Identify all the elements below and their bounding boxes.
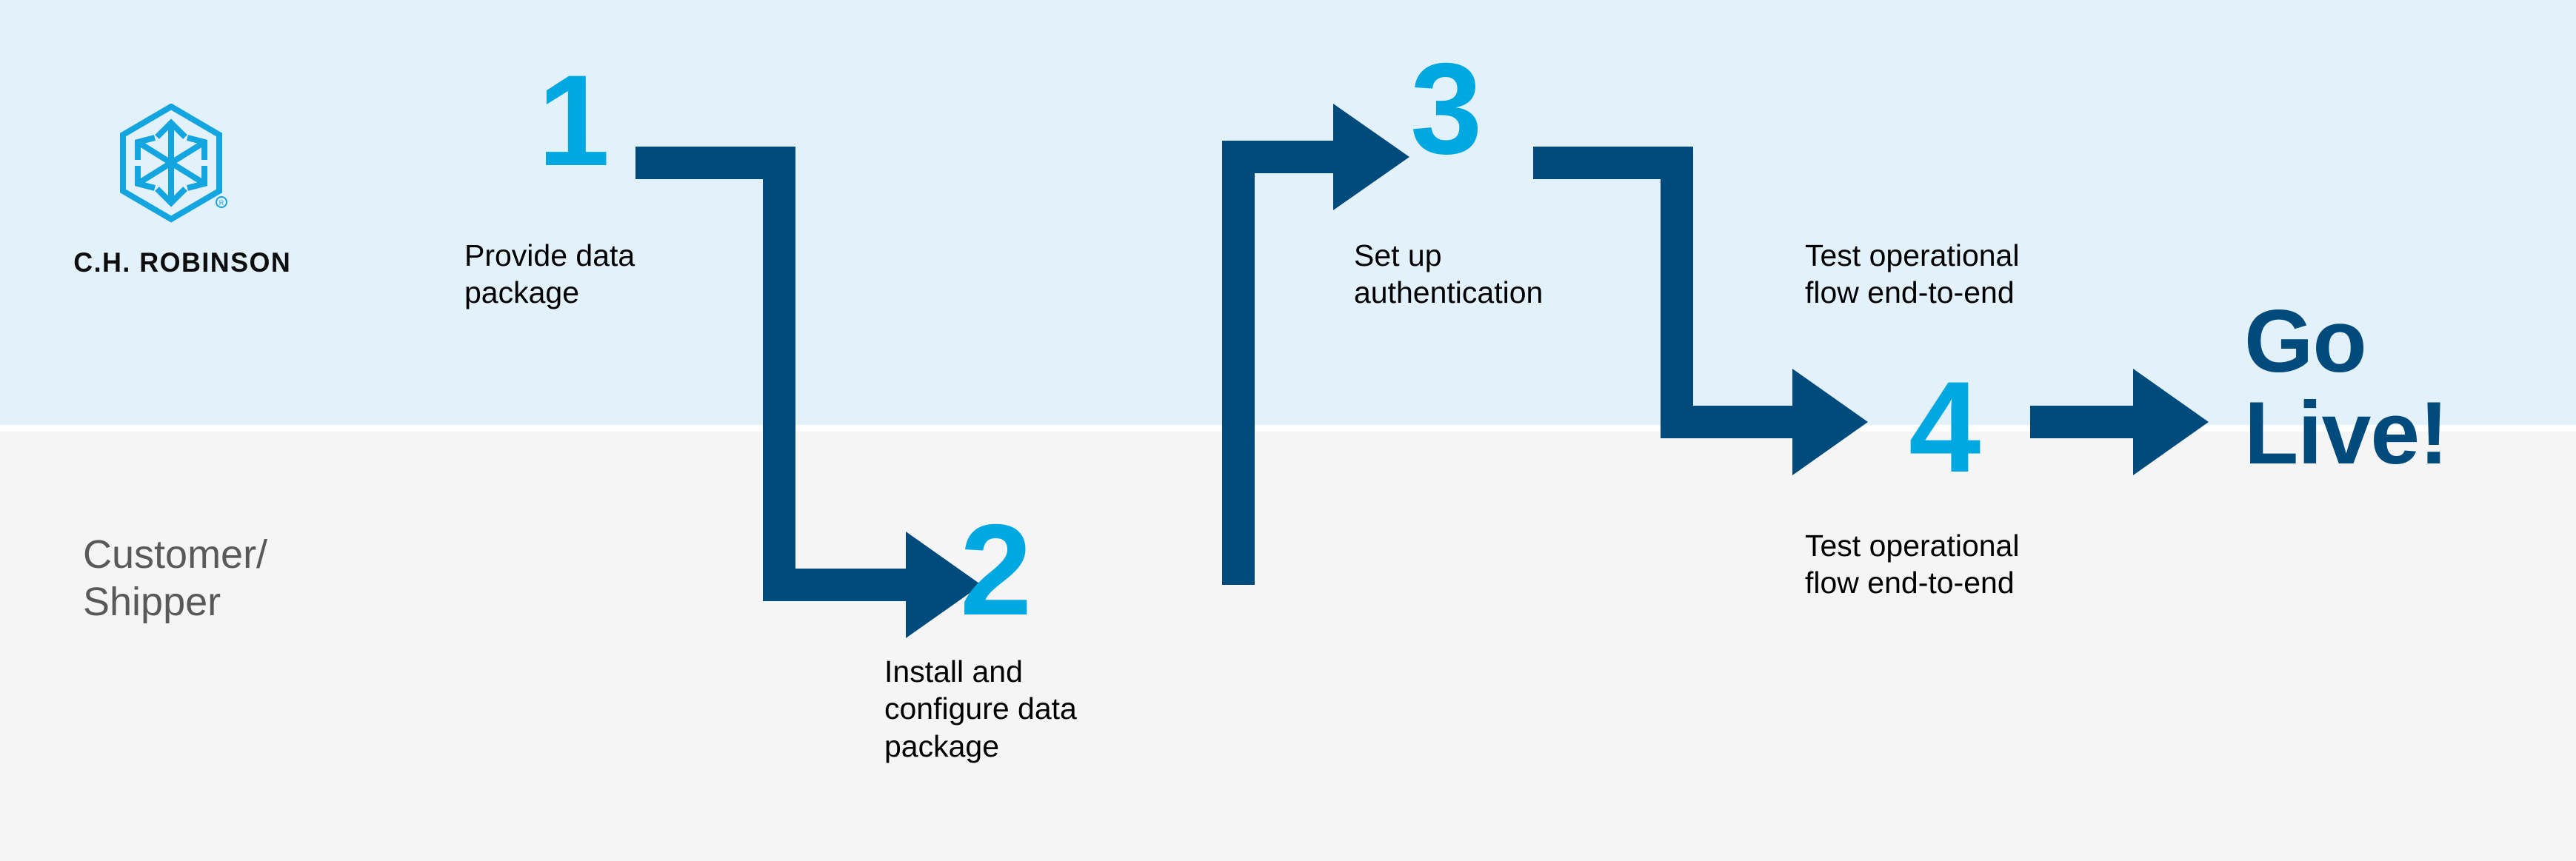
step-caption-4-above-line1: Test operational <box>1805 238 2020 272</box>
brand-wordmark: C.H. ROBINSON <box>73 247 292 278</box>
band-ch-robinson <box>0 0 2576 425</box>
svg-text:R: R <box>219 199 224 207</box>
brand-logo: R C.H. ROBINSON <box>70 104 292 278</box>
step-caption-2-line2: configure data <box>884 691 1077 726</box>
step-number-3: 3 <box>1410 37 1482 181</box>
band-customer-shipper <box>0 432 2576 861</box>
outcome-line1: Go <box>2244 292 2367 391</box>
step-caption-3-line1: Set up <box>1354 238 1442 272</box>
step-caption-4-below-line2: flow end-to-end <box>1805 566 2015 600</box>
step-number-1: 1 <box>538 49 610 193</box>
swimlane-label-line2: Shipper <box>83 579 221 624</box>
step-caption-3: Set up authentication <box>1354 237 1665 312</box>
swimlane-label-line1: Customer/ <box>83 532 268 577</box>
outcome-go-live: Go Live! <box>2244 292 2449 483</box>
step-caption-2-line1: Install and <box>884 654 1023 689</box>
ch-robinson-hexagon-cube-logo-icon: R <box>120 104 227 223</box>
step-caption-4-above: Test operational flow end-to-end <box>1805 237 2116 312</box>
step-caption-1-line1: Provide data <box>464 238 635 272</box>
step-caption-4-below-line1: Test operational <box>1805 529 2020 563</box>
step-caption-1: Provide data package <box>464 237 775 312</box>
step-caption-1-line2: package <box>464 275 580 310</box>
outcome-line2: Live! <box>2244 383 2449 483</box>
step-number-2: 2 <box>960 498 1032 643</box>
step-caption-3-line2: authentication <box>1354 275 1544 310</box>
swimlane-label-customer-shipper: Customer/ Shipper <box>83 532 267 626</box>
step-caption-2: Install and configure data package <box>884 653 1195 765</box>
step-caption-4-below: Test operational flow end-to-end <box>1805 527 2116 602</box>
step-caption-2-line3: package <box>884 728 1000 763</box>
step-number-4: 4 <box>1909 355 1981 500</box>
step-caption-4-above-line2: flow end-to-end <box>1805 275 2015 310</box>
